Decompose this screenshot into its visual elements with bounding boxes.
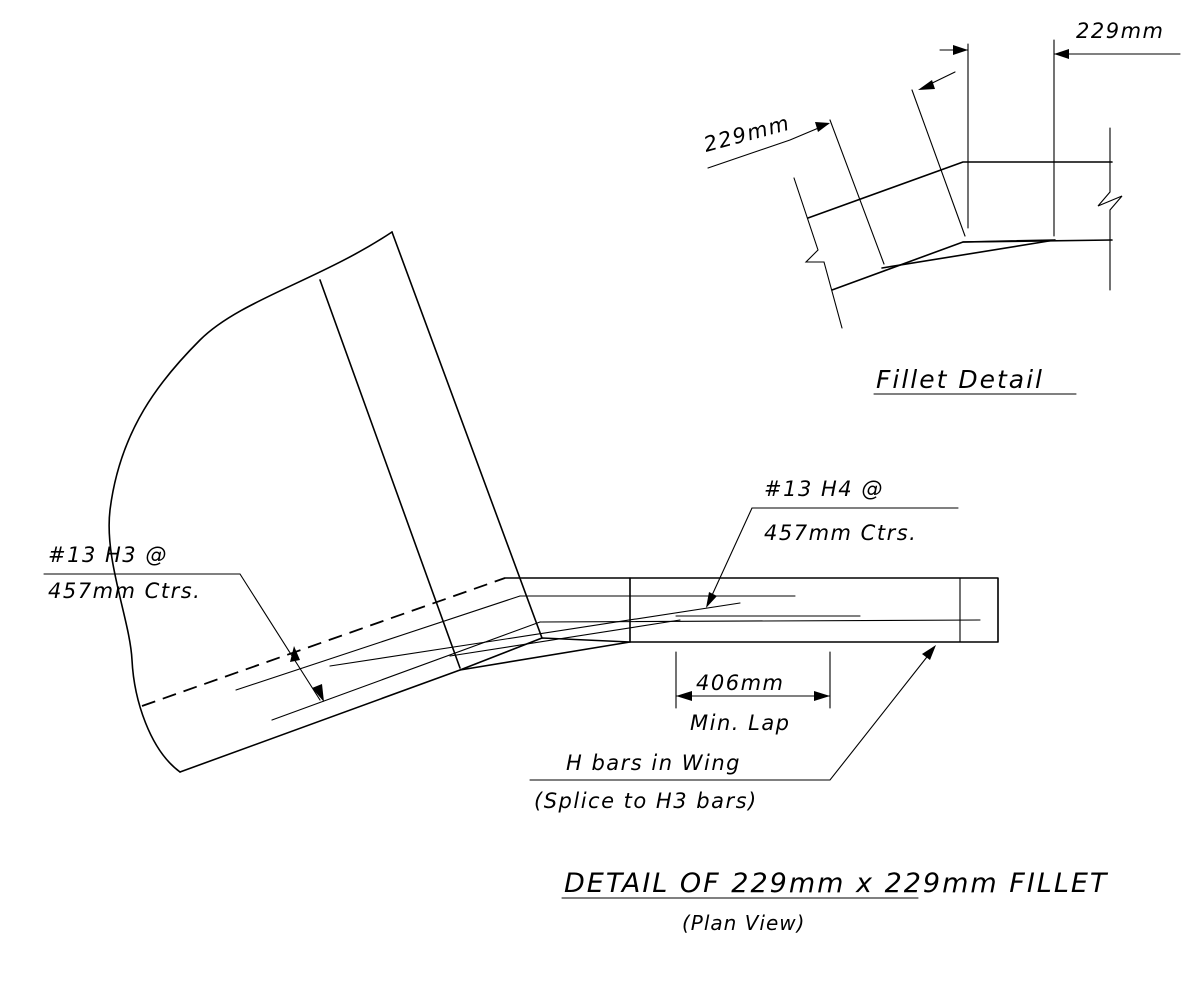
h4-arrowhead [706,592,717,608]
h3-arrowhead-upper [290,646,300,662]
wall-top-edge [504,577,999,643]
fillet-chamfer [881,239,1056,269]
drawing-title-block: DETAIL OF 229mm x 229mm FILLET (Plan Vie… [561,868,1109,935]
h3-callout-line2: 457mm Ctrs. [48,579,201,603]
wing-leader [529,647,935,781]
wing-callout-line1: H bars in Wing [566,751,741,775]
h3-callout-line1: #13 H3 @ [48,543,168,567]
h4-callout-line1: #13 H4 @ [764,477,884,501]
rebar-splice-1 [329,602,741,667]
drawing-title: DETAIL OF 229mm x 229mm FILLET [564,868,1109,899]
ext-line-4 [829,119,885,265]
rebar-h3-upper [235,595,521,691]
lap-min-label: Min. Lap [690,711,791,735]
wing-curved-edge [108,231,393,773]
fillet-chamfer-main [459,637,631,671]
break-line-left [793,177,843,329]
fillet-detail-caption: Fillet Detail [876,365,1044,394]
arrowhead-2 [1054,49,1069,59]
dim-leader-left [707,123,829,169]
lap-arrow-right [814,691,830,701]
plan-view-figure: #13 H3 @ 457mm Ctrs. #13 H4 @ 457mm Ctrs… [43,231,999,813]
lap-arrow-left [676,691,692,701]
dashed-wall-face [141,577,506,707]
wing-bottom-edge [179,669,461,773]
wing-arrowhead [922,645,936,660]
arrowhead-3 [918,80,935,90]
fillet-wall-bottom-edge [831,239,1113,291]
wing-inner-line [319,279,461,669]
break-line-right [1097,127,1123,291]
rebar-h3-lower [271,621,541,721]
arrowhead-4 [815,122,830,132]
dim-label-top-right: 229mm [1076,19,1165,43]
rebar-splice-2 [539,619,981,623]
h4-callout-line2: 457mm Ctrs. [764,521,917,545]
lap-dimension-label: 406mm [696,671,785,695]
rebar-lower-wall [449,619,681,657]
wing-callout-line2: (Splice to H3 bars) [534,789,758,813]
wing-right-edge [391,231,543,639]
h4-leader [707,507,959,605]
dim-label-left: 229mm [701,111,793,157]
fillet-detail-figure: 229mm 229mm Fillet Detail [701,19,1181,395]
arrowhead-1 [953,45,968,55]
h3-arrowhead-lower [312,684,324,702]
fillet-wall-top-edge [807,161,1113,219]
drawing-subtitle: (Plan View) [682,911,805,935]
ext-line-3 [911,89,966,237]
